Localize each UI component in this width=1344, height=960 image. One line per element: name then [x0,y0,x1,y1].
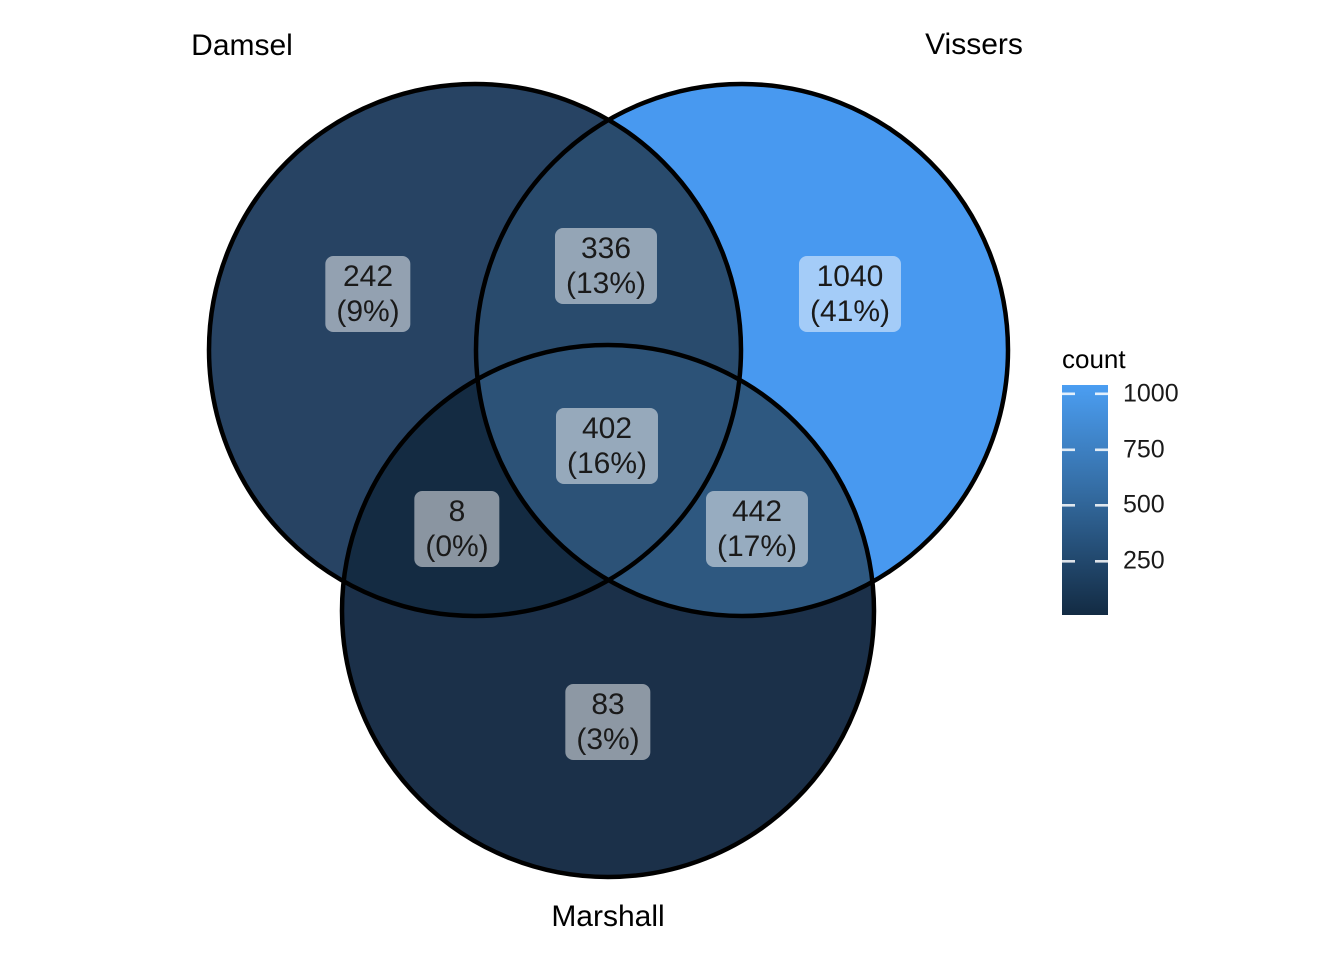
region-percent: (17%) [716,530,798,563]
region-label-vissers-only: 1040 (41%) [798,256,902,332]
set-label-damsel: Damsel [191,29,293,62]
region-label-damsel-marshall: 8 (0%) [414,491,500,567]
legend-tick-marks [1062,392,1108,563]
region-count: 402 [581,412,633,445]
region-percent: (3%) [576,723,640,756]
region-percent: (9%) [336,295,400,328]
region-label-damsel-only: 242 (9%) [325,256,411,332]
region-count: 242 [342,260,394,293]
marshall-circle-outline [339,342,877,880]
region-percent: (16%) [566,447,648,480]
region-count: 8 [448,495,466,528]
legend-colorbar [1062,385,1108,615]
legend-tick-500: 500 [1123,490,1165,519]
legend-title: count [1062,344,1126,374]
region-count: 336 [580,232,632,265]
region-count: 1040 [816,260,884,293]
legend-tick-1000: 1000 [1123,379,1179,408]
damsel-circle-outline [206,81,744,619]
region-percent: (13%) [565,267,647,300]
region-count: 83 [591,688,625,721]
legend-tick-250: 250 [1123,546,1165,575]
region-percent: (0%) [425,530,489,563]
region-label-center: 402 (16%) [555,408,659,484]
region-percent: (41%) [809,295,891,328]
legend-tick-750: 750 [1123,435,1165,464]
region-label-vissers-marshall: 442 (17%) [705,491,809,567]
set-label-vissers: Vissers [925,28,1023,61]
region-count: 442 [731,495,783,528]
region-label-marshall-only: 83 (3%) [565,684,651,760]
vissers-circle-outline [473,81,1011,619]
region-label-damsel-vissers: 336 (13%) [554,228,658,304]
set-label-marshall: Marshall [551,900,665,933]
